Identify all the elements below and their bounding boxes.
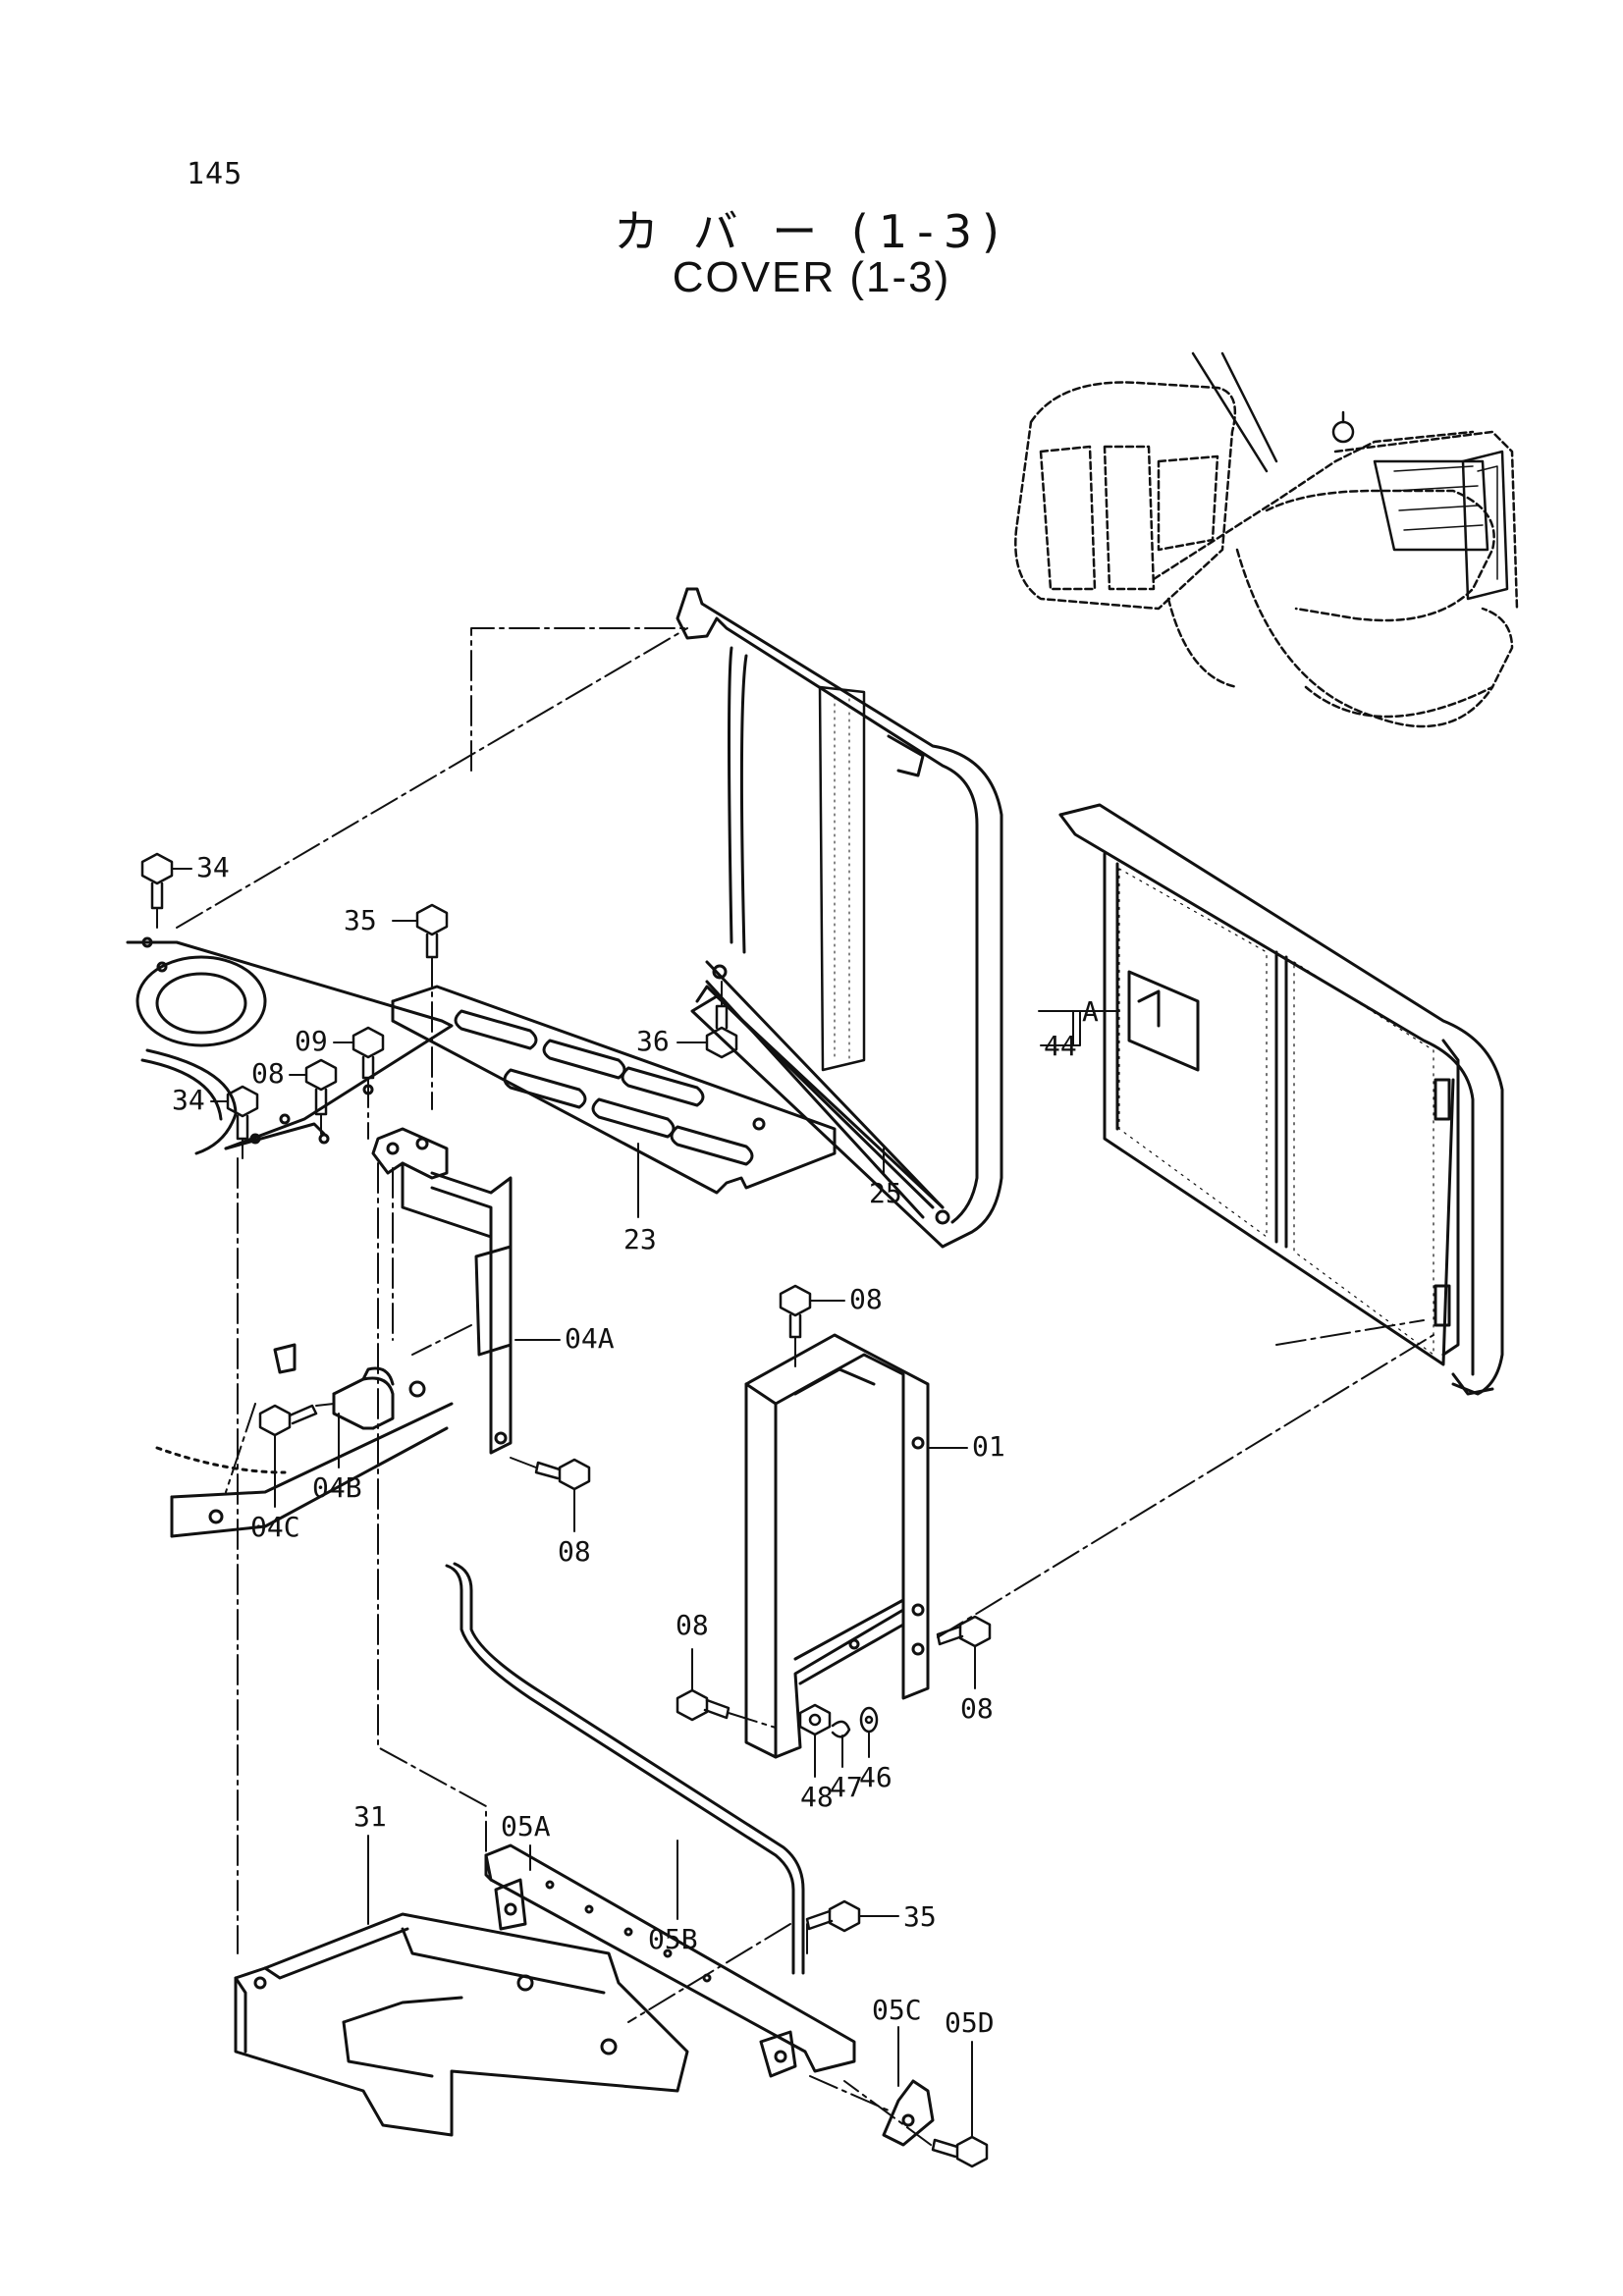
label-31: 31: [353, 1800, 387, 1833]
label-04C: 04C: [250, 1511, 300, 1543]
label-05D: 05D: [945, 2006, 995, 2039]
label-25: 25: [869, 1177, 902, 1209]
label-35-05A: 35: [903, 1900, 937, 1933]
under-cover-31: [234, 1912, 689, 2137]
bracket-05A: [484, 1843, 856, 2078]
part-labels: 34 35 09 08 34 36 A 44 25 23 08 04A 01 0…: [172, 851, 1099, 2039]
label-08-04A: 08: [558, 1535, 591, 1568]
label-47: 47: [830, 1771, 863, 1803]
frame-01: [744, 1333, 930, 1759]
cover-panel-44: [1058, 803, 1504, 1396]
cover-panel-25: [676, 587, 1003, 1249]
label-44: 44: [1044, 1030, 1077, 1062]
bolt-09: [352, 1026, 385, 1080]
bolt-35-05A: [805, 1899, 861, 1933]
leader-lines: [171, 868, 1120, 2138]
bolt-35-top: [415, 903, 449, 959]
clip-04B: [332, 1366, 395, 1430]
label-48: 48: [800, 1781, 834, 1813]
assembly-guide-lines: [156, 627, 1434, 2146]
label-34-top: 34: [196, 851, 230, 883]
label-08-left: 08: [251, 1057, 285, 1090]
title-japanese: カ バ ー (1-3): [614, 205, 1009, 258]
label-09: 09: [295, 1025, 328, 1057]
bolt-05D: [931, 2135, 989, 2168]
bolt-08-left: [304, 1058, 338, 1116]
label-08-frame-right: 08: [960, 1692, 994, 1725]
label-08-frame-top: 08: [849, 1283, 883, 1315]
label-04A: 04A: [565, 1322, 615, 1355]
label-04B: 04B: [312, 1471, 362, 1504]
label-01: 01: [972, 1430, 1005, 1463]
label-05A: 05A: [501, 1810, 551, 1842]
label-05B: 05B: [648, 1923, 698, 1955]
page-number: 145: [187, 157, 243, 191]
label-23: 23: [623, 1223, 657, 1255]
rod-05B: [445, 1562, 805, 1975]
bracket-04A: [371, 1127, 513, 1455]
bolt-08-04A: [534, 1458, 591, 1491]
nut-48: [798, 1703, 832, 1736]
bolt-34-top: [140, 852, 174, 910]
label-35-top: 35: [344, 904, 377, 936]
bolt-08-frame-left: [676, 1688, 730, 1722]
label-A: A: [1082, 995, 1099, 1028]
label-36: 36: [636, 1025, 670, 1057]
label-05C: 05C: [872, 1994, 922, 2026]
excavator-overview-illustration: [1014, 351, 1519, 728]
bolt-08-frame-top: [779, 1284, 812, 1339]
bracket-05C: [882, 2079, 935, 2147]
label-46: 46: [859, 1761, 893, 1793]
washer-46: [859, 1706, 879, 1734]
bolt-04C: [258, 1404, 318, 1437]
label-34-left: 34: [172, 1084, 205, 1116]
washer-47: [831, 1720, 851, 1738]
title-english: COVER (1-3): [672, 253, 951, 301]
frame-left-structure: [126, 936, 454, 1538]
plate-23: [391, 985, 837, 1195]
label-08-frame-left: 08: [676, 1609, 709, 1641]
